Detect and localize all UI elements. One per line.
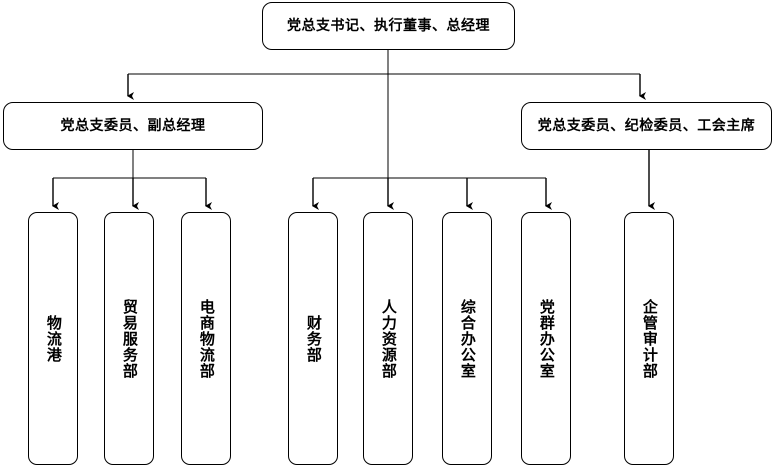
node-label: 企管审计部 [640, 298, 659, 379]
node-label: 党群办公室 [537, 298, 556, 379]
node-finance[interactable]: 财务部 [288, 212, 338, 465]
node-label: 物流港 [44, 314, 63, 363]
node-label: 人力资源部 [379, 298, 398, 379]
node-party-mass-office[interactable]: 党群办公室 [521, 212, 571, 465]
node-label: 综合办公室 [458, 298, 477, 379]
node-party-committee-deputy-gm[interactable]: 党总支委员、副总经理 [3, 102, 263, 150]
node-audit[interactable]: 企管审计部 [624, 212, 674, 465]
node-general-office[interactable]: 综合办公室 [442, 212, 492, 465]
node-logistics-port[interactable]: 物流港 [28, 212, 78, 465]
node-ecommerce-logistics[interactable]: 电商物流部 [181, 212, 231, 465]
node-trade-service[interactable]: 贸易服务部 [104, 212, 154, 465]
node-label: 贸易服务部 [120, 298, 139, 379]
node-label: 电商物流部 [197, 298, 216, 379]
node-label: 党总支书记、执行董事、总经理 [287, 17, 490, 34]
node-label: 党总支委员、纪检委员、工会主席 [537, 117, 756, 134]
node-party-committee-discipline-union[interactable]: 党总支委员、纪检委员、工会主席 [521, 102, 772, 150]
node-party-secretary-director-gm[interactable]: 党总支书记、执行董事、总经理 [262, 2, 515, 50]
node-label: 财务部 [304, 314, 323, 363]
node-label: 党总支委员、副总经理 [60, 117, 206, 134]
node-human-resources[interactable]: 人力资源部 [363, 212, 413, 465]
